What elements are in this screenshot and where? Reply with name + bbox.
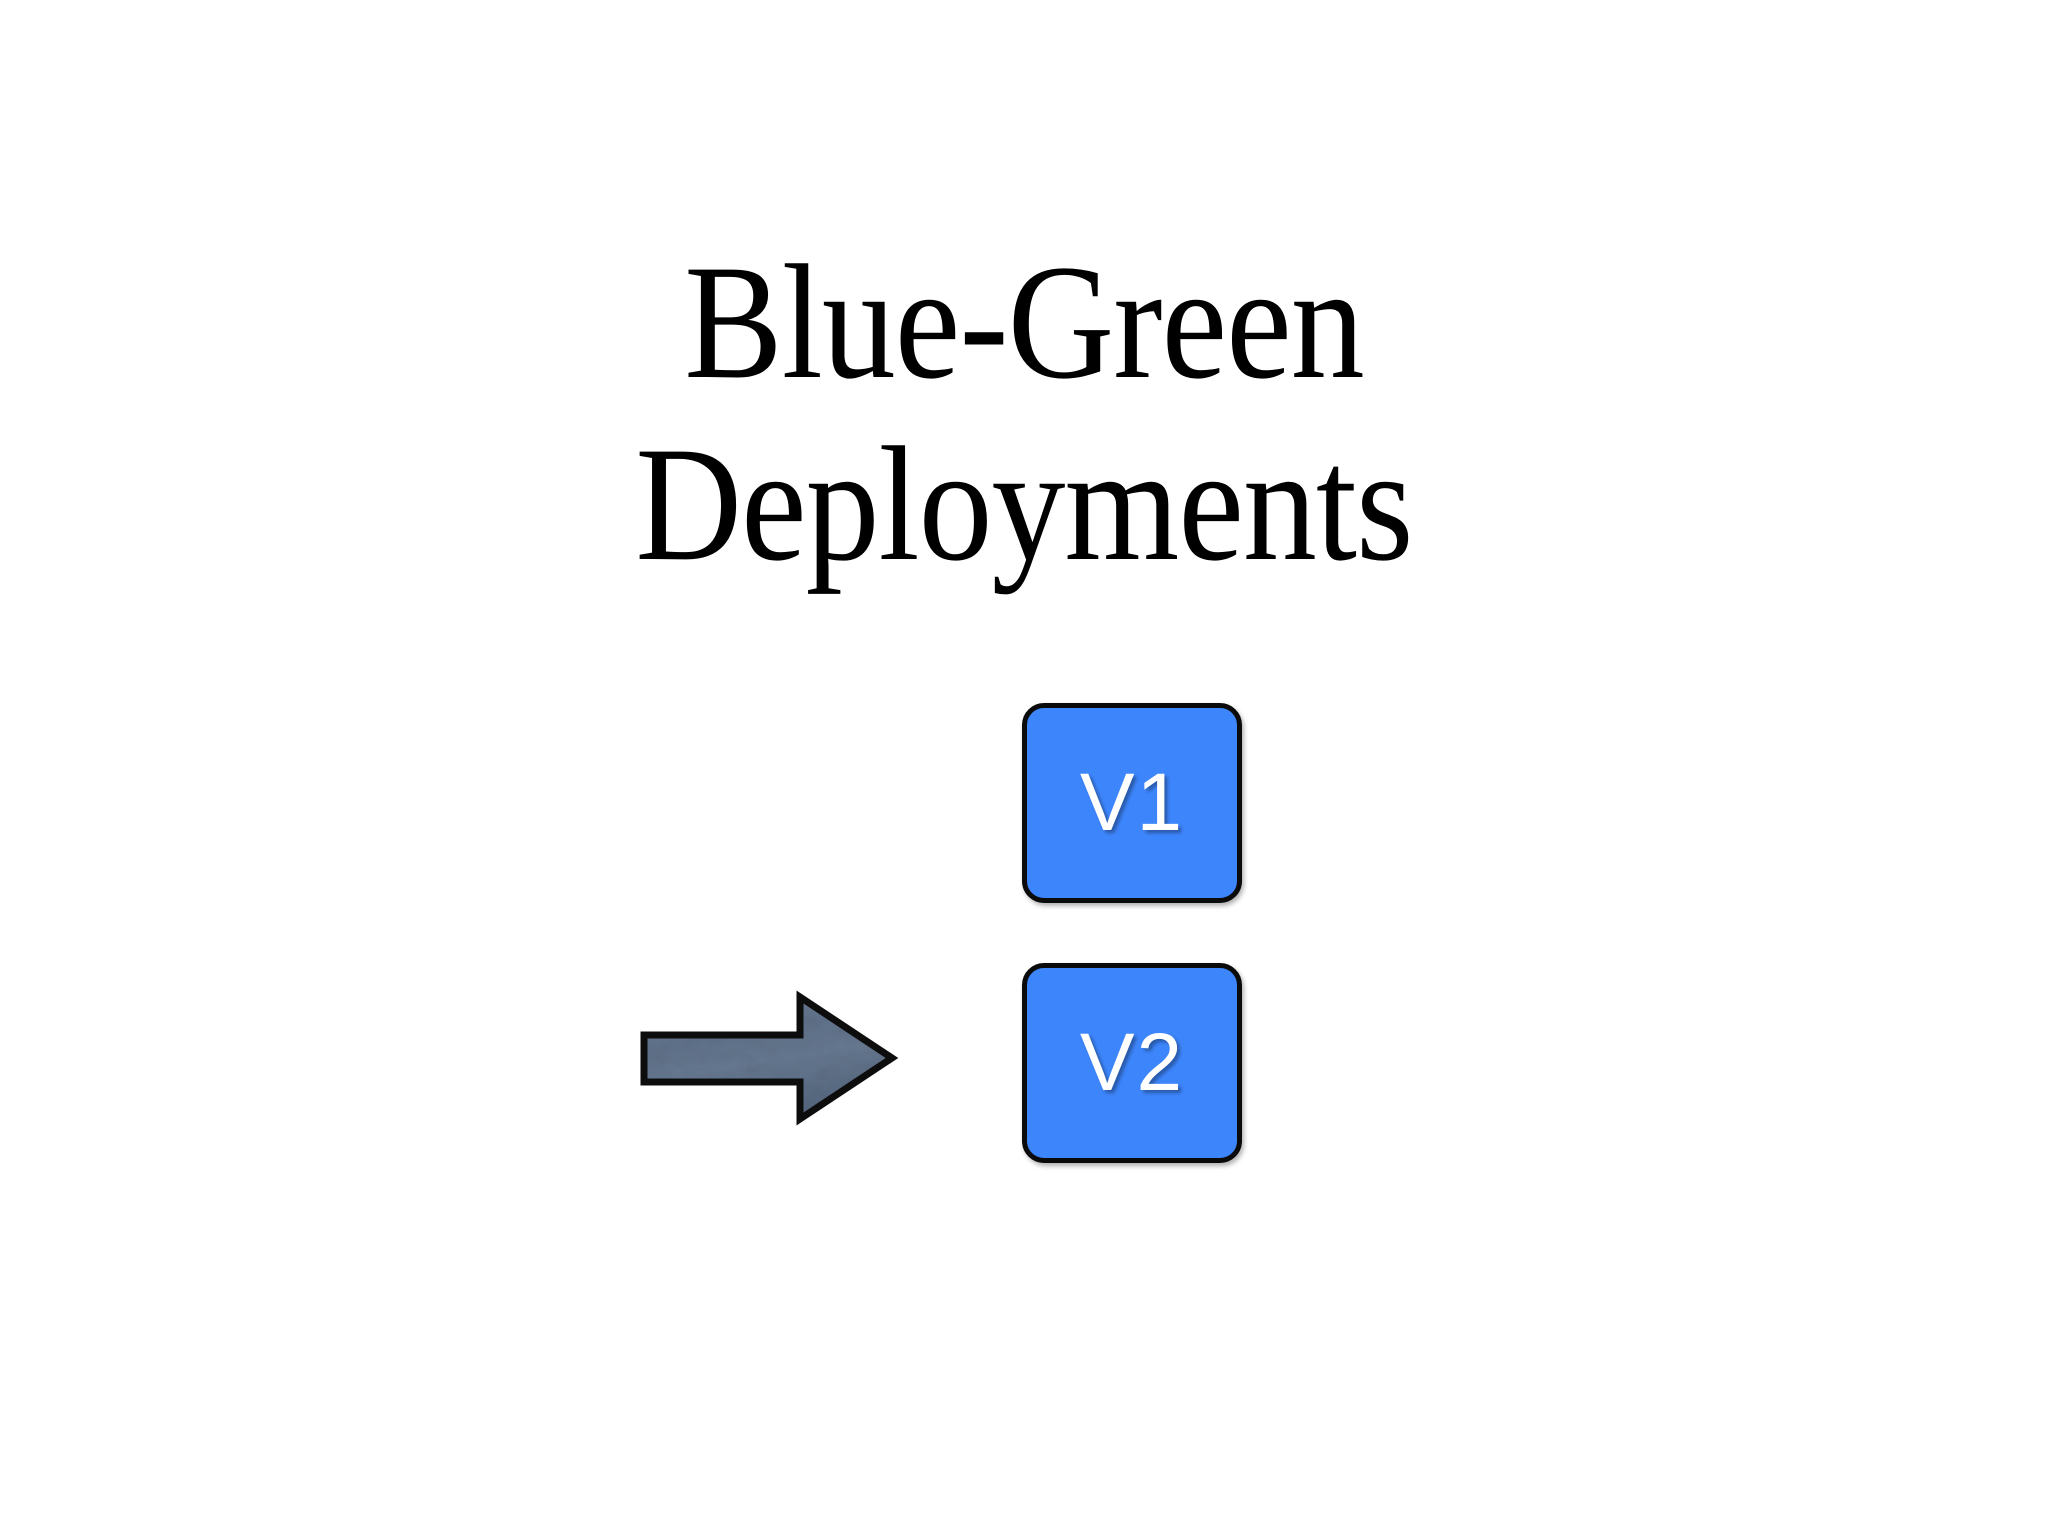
version-box-v2[interactable]: V2 [1022, 963, 1242, 1163]
title-line-primary: Blue-Green [684, 232, 1364, 413]
transition-arrow [634, 985, 904, 1135]
right-arrow-icon [640, 990, 899, 1126]
version-box-v1[interactable]: V1 [1022, 703, 1242, 903]
version-box-v1-label: V1 [1079, 757, 1185, 848]
version-box-v2-label: V2 [1079, 1017, 1185, 1108]
title-line-secondary: Deployments [635, 414, 1413, 595]
page-title: Blue-Green Deployments [0, 232, 2048, 596]
